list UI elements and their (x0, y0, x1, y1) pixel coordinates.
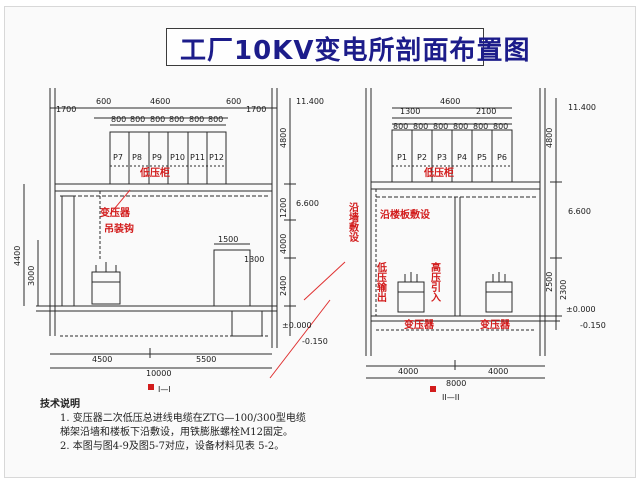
red-labels: 低压柜 变压器 吊装钩 低压柜 沿楼板敷设 变压器 变压器 (100, 166, 511, 331)
along-floor-label: 沿楼板敷设 (380, 208, 430, 221)
panel-p10: P10 (170, 153, 185, 162)
svg-text:800: 800 (169, 115, 184, 124)
elev-2-top: 11.400 (568, 103, 596, 112)
svg-text:4800: 4800 (279, 128, 288, 148)
svg-text:800: 800 (453, 122, 468, 131)
panel-p7: P7 (113, 153, 123, 162)
transformer-2b (485, 281, 513, 313)
svg-text:8000: 8000 (446, 379, 466, 388)
svg-text:800: 800 (130, 115, 145, 124)
notes-item-1: 1. 变压器二次低压总进线电缆在ZTG—100/300型电缆 (60, 413, 306, 424)
svg-text:4000: 4000 (488, 367, 508, 376)
svg-text:1200: 1200 (279, 198, 288, 218)
elev-2-floor: ±0.000 (566, 305, 596, 314)
svg-text:10000: 10000 (146, 369, 171, 378)
elev-1-top: 11.400 (296, 97, 324, 106)
lv-out-label: 低压输出 (375, 261, 388, 303)
panel-p2: P2 (417, 153, 427, 162)
upper-slab-2 (370, 181, 541, 190)
along-wall-label: 沿墙敷设 (347, 201, 359, 243)
panel-p6: P6 (497, 153, 507, 162)
panel-p9: P9 (152, 153, 162, 162)
svg-text:800: 800 (189, 115, 204, 124)
upper-slab-1 (54, 183, 273, 192)
svg-text:3000: 3000 (27, 266, 36, 286)
svg-text:800: 800 (493, 122, 508, 131)
svg-text:800: 800 (208, 115, 223, 124)
leader-along-wall (303, 261, 346, 301)
hv-in-label: 高压引入 (429, 261, 441, 303)
section-1-labels: 1700 600 4600 600 1700 800 800 800 800 8… (13, 97, 328, 394)
svg-text:800: 800 (473, 122, 488, 131)
panel-p11: P11 (190, 153, 205, 162)
section-marker-2 (430, 386, 436, 392)
notes-item-2: 梯架沿墙和楼板下沿敷设，用铁膨胀螺栓M12固定。 (60, 427, 293, 438)
svg-text:1300: 1300 (244, 255, 264, 264)
elev-1-floor: ±0.000 (282, 321, 312, 330)
dim-1-e: 1700 (246, 105, 266, 114)
svg-text:5500: 5500 (196, 355, 216, 364)
leader-hoist (109, 189, 131, 215)
panel-p12: P12 (209, 153, 224, 162)
section-2-label: II—II (442, 393, 459, 402)
panel-p1: P1 (397, 153, 407, 162)
image-frame (4, 6, 636, 478)
svg-text:800: 800 (393, 122, 408, 131)
svg-text:800: 800 (413, 122, 428, 131)
transformer-1 (91, 271, 121, 305)
transformer-label-2a: 变压器 (404, 318, 435, 331)
svg-text:2400: 2400 (279, 276, 288, 296)
svg-text:4000: 4000 (279, 234, 288, 254)
hv-cabinet-1 (213, 249, 251, 307)
hoist-label-2: 吊装钩 (104, 222, 134, 235)
hoist-label-1: 变压器 (100, 206, 131, 219)
dim-1-b: 600 (96, 97, 111, 106)
svg-text:2300: 2300 (559, 280, 568, 300)
elev-1-pit: -0.150 (302, 337, 328, 346)
transformer-label-2b: 变压器 (480, 318, 511, 331)
panel-p3: P3 (437, 153, 447, 162)
dim-1-a: 1700 (56, 105, 76, 114)
lv-cabinet-label-2: 低压柜 (423, 166, 454, 179)
page-title: 工厂10KV变电所剖面布置图 (180, 36, 531, 66)
section-2-labels: 4600 1300 2100 800 800 800 800 800 800 P… (393, 97, 606, 402)
svg-text:1300: 1300 (400, 107, 420, 116)
svg-text:800: 800 (111, 115, 126, 124)
svg-text:4800: 4800 (545, 128, 554, 148)
panel-p4: P4 (457, 153, 467, 162)
dim-1-c: 4600 (150, 97, 170, 106)
svg-text:4600: 4600 (440, 97, 460, 106)
svg-text:2100: 2100 (476, 107, 496, 116)
svg-text:1500: 1500 (218, 235, 238, 244)
dim-1-d: 600 (226, 97, 241, 106)
leader-along-wall-2 (269, 299, 331, 379)
svg-text:2500: 2500 (545, 272, 554, 292)
technical-notes: 技术说明 1. 变压器二次低压总进线电缆在ZTG—100/300型电缆 梯架沿墙… (40, 398, 600, 454)
elev-1-mid: 6.600 (296, 199, 319, 208)
elev-2-mid: 6.600 (568, 207, 591, 216)
svg-text:800: 800 (433, 122, 448, 131)
panel-p5: P5 (477, 153, 487, 162)
transformer-2a (397, 281, 425, 313)
svg-text:4000: 4000 (398, 367, 418, 376)
notes-item-3: 2. 本图与图4-9及图5-7对应，设备材料见表 5-2。 (60, 441, 285, 452)
section-marker-1 (148, 384, 154, 390)
lv-cabinet-label-1: 低压柜 (139, 166, 170, 179)
svg-text:4400: 4400 (13, 246, 22, 266)
panel-p8: P8 (132, 153, 142, 162)
title-frame (166, 28, 484, 66)
section-1-label: I—I (158, 385, 171, 394)
elev-2-pit: -0.150 (580, 321, 606, 330)
svg-text:4500: 4500 (92, 355, 112, 364)
notes-heading: 技术说明 (40, 399, 80, 410)
svg-text:800: 800 (150, 115, 165, 124)
